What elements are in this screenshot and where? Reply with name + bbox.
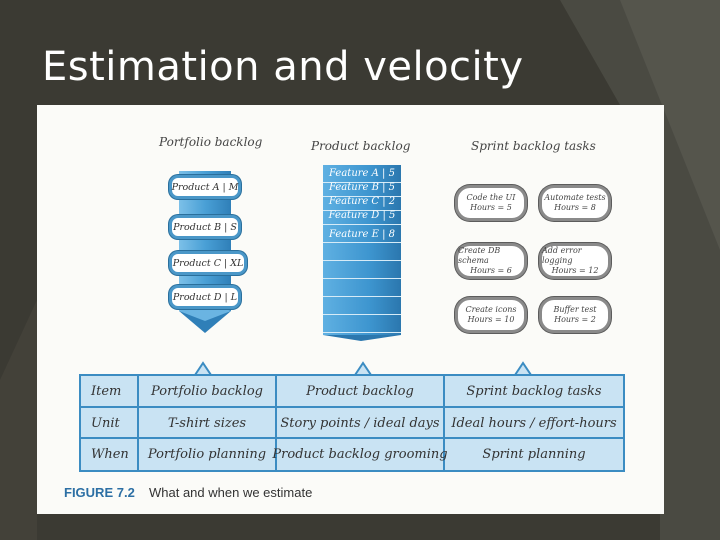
sprint-task: Add error logging Hours = 12 bbox=[539, 243, 611, 279]
feature-label: Feature E | 8 bbox=[323, 229, 401, 240]
sprint-task: Buffer test Hours = 2 bbox=[539, 297, 611, 333]
sprint-task: Create DB schema Hours = 6 bbox=[455, 243, 527, 279]
sprint-task: Automate tests Hours = 8 bbox=[539, 185, 611, 221]
feature-label: Feature B | 5 bbox=[323, 182, 401, 193]
task-hours: Hours = 8 bbox=[554, 203, 596, 213]
backlog-row bbox=[323, 245, 401, 261]
backlog-row bbox=[323, 317, 401, 333]
table-cell: Product backlog bbox=[277, 376, 443, 406]
figure-caption: What and when we estimate bbox=[149, 485, 312, 500]
task-name: Buffer test bbox=[553, 305, 596, 315]
task-hours: Hours = 12 bbox=[552, 266, 599, 276]
task-hours: Hours = 6 bbox=[470, 266, 512, 276]
sprint-backlog-title: Sprint backlog tasks bbox=[471, 139, 596, 153]
figure-number: FIGURE 7.2 bbox=[64, 485, 135, 500]
task-name: Create icons bbox=[465, 305, 516, 315]
backlog-row bbox=[323, 299, 401, 315]
task-hours: Hours = 2 bbox=[554, 315, 596, 325]
table-cell: Sprint backlog tasks bbox=[445, 376, 623, 406]
task-hours: Hours = 10 bbox=[468, 315, 515, 325]
portfolio-item: Product D | L bbox=[169, 285, 241, 309]
sprint-task: Code the UI Hours = 5 bbox=[455, 185, 527, 221]
table-cell: T-shirt sizes bbox=[139, 408, 275, 438]
portfolio-item: Product C | XL bbox=[169, 251, 247, 275]
task-name: Add error logging bbox=[542, 246, 608, 266]
table-cell: Ideal hours / effort-hours bbox=[445, 408, 623, 438]
product-backlog-rows: Feature A | 5 Feature B | 5 Feature C | … bbox=[323, 167, 401, 337]
table-cell: Story points / ideal days bbox=[277, 408, 443, 438]
task-name: Create DB schema bbox=[458, 246, 524, 266]
row-label-unit: Unit bbox=[81, 408, 137, 438]
product-backlog-column: Feature A | 5 Feature B | 5 Feature C | … bbox=[319, 163, 403, 343]
portfolio-item: Product A | M bbox=[169, 175, 241, 199]
row-label-item: Item bbox=[81, 376, 137, 406]
feature-label: Feature A | 5 bbox=[323, 168, 401, 179]
task-name: Code the UI bbox=[467, 193, 516, 203]
feature-label: Feature C | 2 bbox=[323, 196, 401, 207]
estimation-figure: Portfolio backlog Product backlog Sprint… bbox=[37, 105, 664, 514]
portfolio-backlog-column: Product A | M Product B | S Product C | … bbox=[165, 167, 245, 347]
task-hours: Hours = 5 bbox=[470, 203, 512, 213]
sprint-task: Create icons Hours = 10 bbox=[455, 297, 527, 333]
product-backlog-title: Product backlog bbox=[311, 139, 410, 153]
portfolio-item: Product B | S bbox=[169, 215, 241, 239]
portfolio-backlog-title: Portfolio backlog bbox=[159, 135, 262, 149]
table-cell: Product backlog grooming bbox=[277, 439, 443, 469]
backlog-row bbox=[323, 281, 401, 297]
task-name: Automate tests bbox=[544, 193, 605, 203]
feature-label: Feature D | 5 bbox=[323, 210, 401, 221]
table-cell: Sprint planning bbox=[445, 439, 623, 469]
row-label-when: When bbox=[81, 439, 137, 469]
table-cell: Portfolio backlog bbox=[139, 376, 275, 406]
table-cell: Portfolio planning bbox=[139, 439, 275, 469]
backlog-row bbox=[323, 263, 401, 279]
estimation-table: Item Portfolio backlog Product backlog S… bbox=[79, 374, 625, 472]
slide-title: Estimation and velocity bbox=[42, 44, 524, 90]
